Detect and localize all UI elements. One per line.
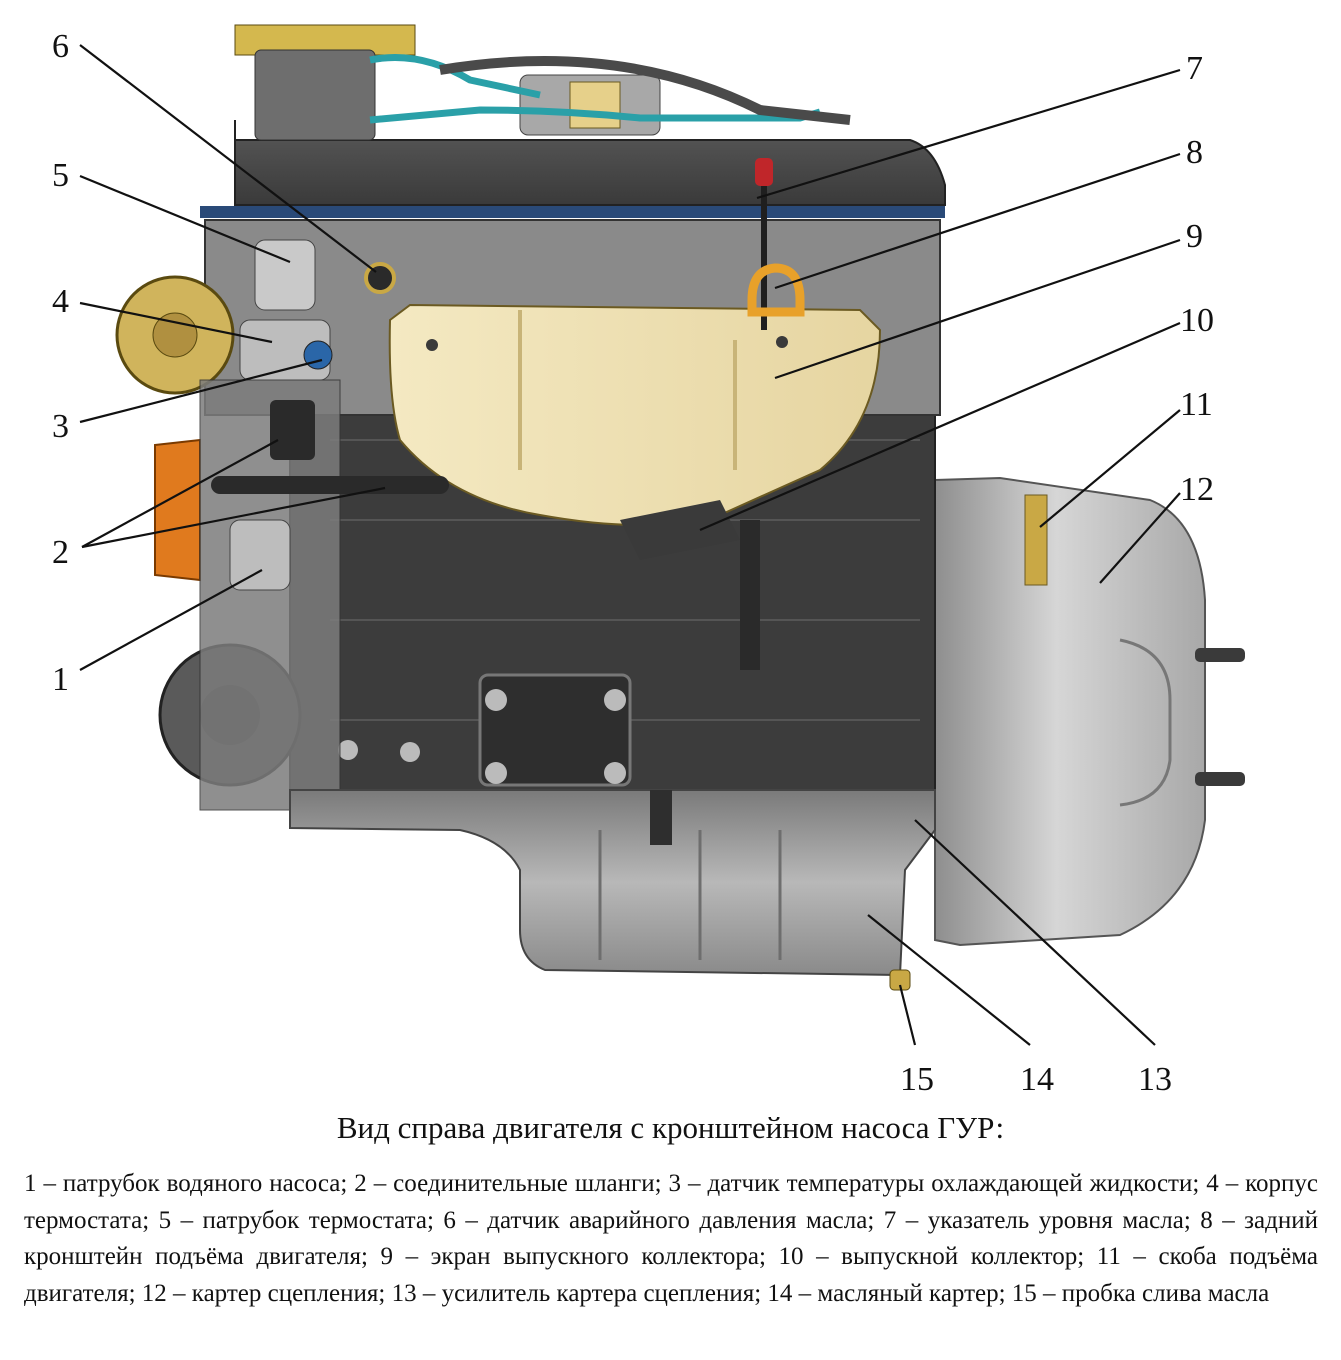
callout-3: 3 (52, 408, 69, 445)
callout-15: 15 (900, 1061, 934, 1098)
figure-title: Вид справа двигателя с кронштейном насос… (336, 1110, 1005, 1145)
lift-ring (747, 263, 805, 317)
leader-lines (79, 44, 1181, 1046)
callout-5: 5 (52, 157, 69, 194)
callout-8: 8 (1186, 134, 1203, 171)
oil-pan (289, 789, 936, 977)
callout-1: 1 (52, 661, 69, 698)
engine-illustration (115, 24, 1245, 991)
figure-legend: 1 – патрубок водяного насоса; 2 – соедин… (24, 1170, 1318, 1307)
engine-diagram: 1 2 3 4 5 6 7 8 9 10 11 12 13 14 15 (52, 24, 1245, 1098)
callout-numbers: 1 2 3 4 5 6 7 8 9 10 11 12 13 14 15 (52, 28, 1214, 1098)
callout-10: 10 (1180, 302, 1214, 339)
exhaust-manifold-shield (388, 303, 882, 526)
dipstick-tube (761, 180, 767, 330)
callout-12: 12 (1180, 471, 1214, 508)
head-gasket (200, 206, 945, 218)
callout-6: 6 (52, 28, 69, 65)
orange-part (154, 438, 201, 582)
callout-11: 11 (1180, 386, 1213, 423)
callout-14: 14 (1020, 1061, 1054, 1098)
callout-9: 9 (1186, 218, 1203, 255)
callout-13: 13 (1138, 1061, 1172, 1098)
clutch-housing (934, 476, 1206, 947)
callout-2: 2 (52, 534, 69, 571)
callout-4: 4 (52, 283, 69, 320)
callout-7: 7 (1186, 50, 1203, 87)
